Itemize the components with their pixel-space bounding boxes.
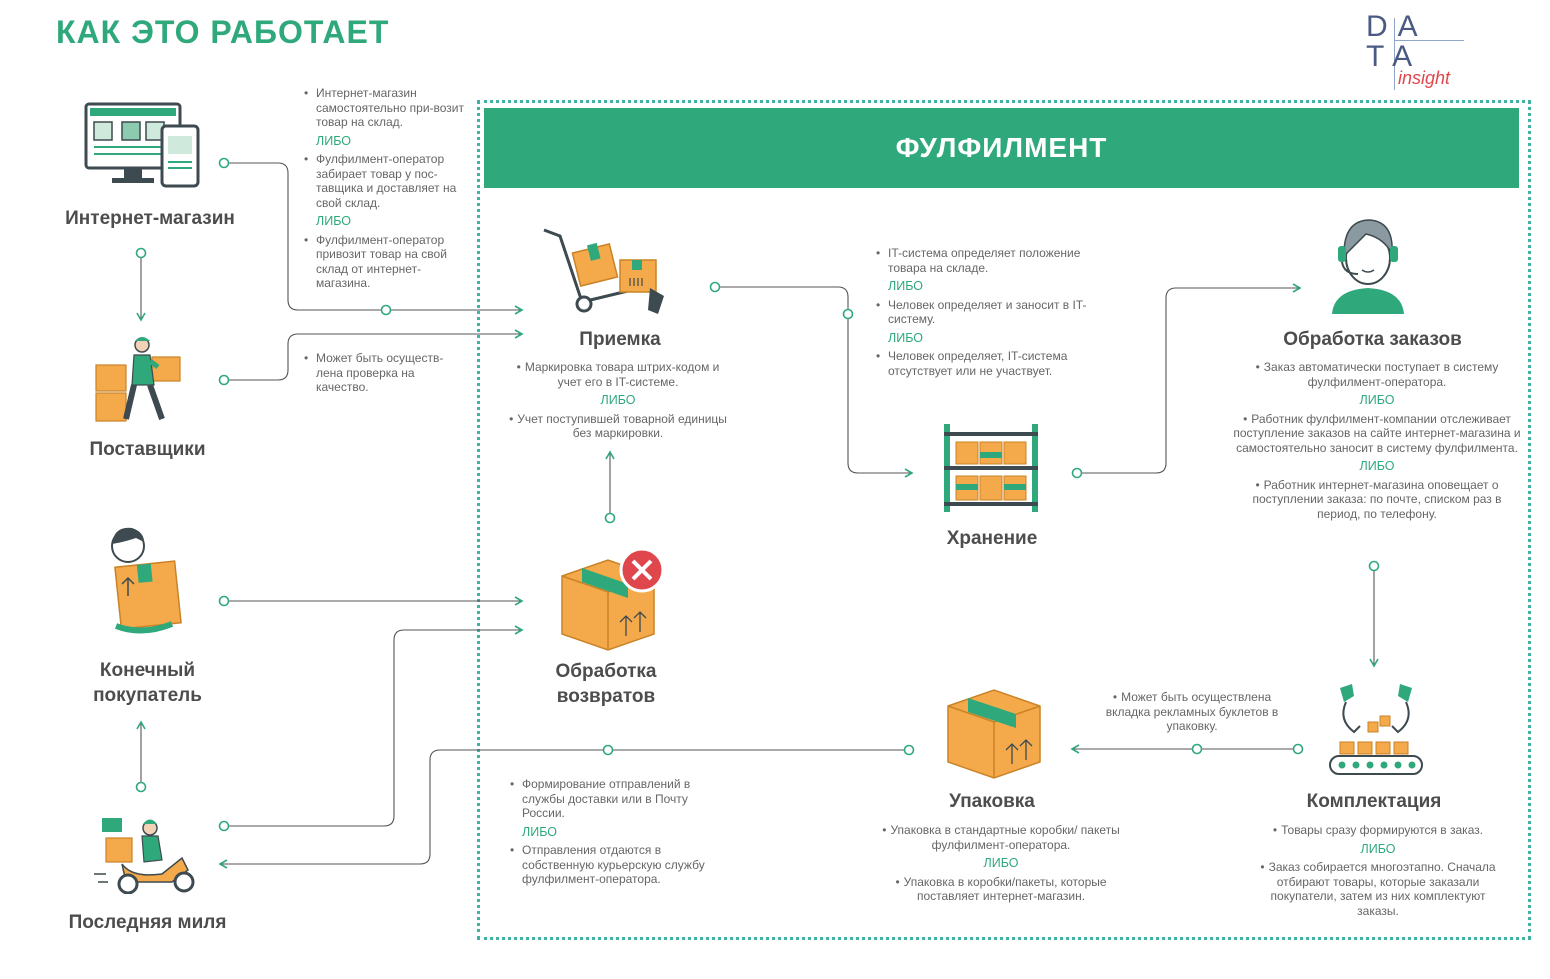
node-picking-label: Комплектация xyxy=(1306,791,1442,812)
note-packing-bullet-2: Упаковка в коробки/пакеты, которые поста… xyxy=(876,875,1126,904)
note-receiving-bullet-2: Учет поступившей товарной единицы без ма… xyxy=(504,412,732,441)
node-customer-label-2: покупатель xyxy=(93,685,202,706)
node-shop-label: Интернет-магазин xyxy=(65,208,235,229)
line-shop-receiving xyxy=(227,162,524,315)
node-packing-label: Упаковка xyxy=(949,791,1035,812)
node-lastmile-label: Последняя миля xyxy=(68,912,227,933)
note-suppliers: Может быть осуществ-лена проверка на кач… xyxy=(302,351,467,395)
note-orders-bullet-3: Работник интернет-магазина оповещает о п… xyxy=(1232,478,1522,522)
note-shop-bullet-1: Интернет-магазин самостоятельно при-вози… xyxy=(302,86,472,130)
line-suppliers-receiving xyxy=(227,329,524,381)
box-rejected-icon xyxy=(561,547,665,651)
node-returns-label-1: Обработка xyxy=(555,661,657,682)
hand-truck-icon xyxy=(543,228,664,314)
note-storage-or-1: ЛИБО xyxy=(888,279,923,293)
note-shipping: Формирование отправлений в службы достав… xyxy=(508,777,733,887)
note-shipping-or-1: ЛИБО xyxy=(522,824,557,839)
data-insight-logo: DA TA insight xyxy=(1366,10,1476,92)
operator-icon xyxy=(1332,219,1404,314)
line-storage-orders xyxy=(1080,283,1302,474)
note-shipping-bullet-2: Отправления отдаются в собственную курье… xyxy=(508,843,733,887)
note-suppliers-bullet-1: Может быть осуществ-лена проверка на кач… xyxy=(302,351,467,395)
node-customer-label-1: Конечный xyxy=(99,660,196,681)
line-packing-lastmile xyxy=(218,749,906,869)
note-storage: IT-система определяет положение товара н… xyxy=(874,246,1110,378)
note-storage-or-2: ЛИБО xyxy=(888,330,923,345)
note-packing-bullet-1: Упаковка в стандартные коробки/ пакеты ф… xyxy=(876,823,1126,852)
note-shop-bullet-3: Фулфилмент-оператор привозит товар на св… xyxy=(302,233,472,291)
note-picking-bullet-2: Заказ собирается многоэтапно. Сначала от… xyxy=(1258,860,1498,918)
note-storage-bullet-3: Человек определяет, IT-система отсутству… xyxy=(874,349,1110,378)
scooter-icon xyxy=(94,818,195,894)
logo-line-1: DA xyxy=(1366,10,1428,43)
note-shop-or-2: ЛИБО xyxy=(316,214,351,228)
note-orders-or-2: ЛИБО xyxy=(1359,459,1395,473)
note-packing-or-1: ЛИБО xyxy=(983,856,1019,870)
node-returns-label-2: возвратов xyxy=(556,686,656,707)
note-orders-or-1: ЛИБО xyxy=(1359,393,1395,407)
node-orders-label: Обработка заказов xyxy=(1283,329,1462,350)
note-picking-or-1: ЛИБО xyxy=(1360,841,1396,856)
note-storage-bullet-1: IT-система определяет положение товара н… xyxy=(874,246,1110,275)
fulfillment-title: ФУЛФИЛМЕНТ xyxy=(484,108,1519,188)
note-orders-bullet-1: Заказ автоматически поступает в систему … xyxy=(1232,360,1522,389)
note-picking-insert-bullet-1: Может быть осуществлена вкладка рекламны… xyxy=(1094,690,1290,734)
box-icon xyxy=(947,689,1041,779)
logo-word: insight xyxy=(1398,68,1451,88)
note-picking-insert: Может быть осуществлена вкладка рекламны… xyxy=(1094,690,1290,734)
courier-icon xyxy=(95,337,181,422)
fulfillment-area xyxy=(477,100,1531,940)
conveyor-icon xyxy=(1329,684,1423,775)
note-orders-bullet-2: Работник фулфилмент-компании отслеживает… xyxy=(1232,412,1522,456)
note-receiving-bullet-1: Маркировка товара штрих-кодом и учет его… xyxy=(504,360,732,389)
note-packing: Упаковка в стандартные коробки/ пакеты ф… xyxy=(876,823,1126,904)
logo-line-2: TA xyxy=(1366,40,1423,73)
note-picking: Товары сразу формируются в заказ. ЛИБО З… xyxy=(1258,823,1498,918)
computer-icon xyxy=(84,102,200,188)
note-shop-or-1: ЛИБО xyxy=(316,133,351,148)
shelves-icon xyxy=(944,424,1038,512)
line-receiving-storage xyxy=(718,286,914,478)
line-lastmile-returns xyxy=(227,625,524,827)
note-shop-bullet-2: Фулфилмент-оператор забирает товар у пос… xyxy=(302,152,472,210)
node-receiving-label: Приемка xyxy=(579,329,661,350)
note-storage-bullet-2: Человек определяет и заносит в IT- систе… xyxy=(874,298,1110,327)
customer-icon xyxy=(111,527,182,634)
note-picking-bullet-1: Товары сразу формируются в заказ. xyxy=(1258,823,1498,838)
note-receiving-or-1: ЛИБО xyxy=(600,393,636,407)
node-suppliers-label: Поставщики xyxy=(89,439,206,460)
note-shipping-bullet-1: Формирование отправлений в службы достав… xyxy=(508,777,733,821)
note-orders: Заказ автоматически поступает в систему … xyxy=(1232,360,1522,521)
note-shop: Интернет-магазин самостоятельно при-вози… xyxy=(302,86,472,291)
note-receiving: Маркировка товара штрих-кодом и учет его… xyxy=(504,360,732,441)
page-title: КАК ЭТО РАБОТАЕТ xyxy=(56,14,390,50)
node-storage-label: Хранение xyxy=(946,528,1038,549)
